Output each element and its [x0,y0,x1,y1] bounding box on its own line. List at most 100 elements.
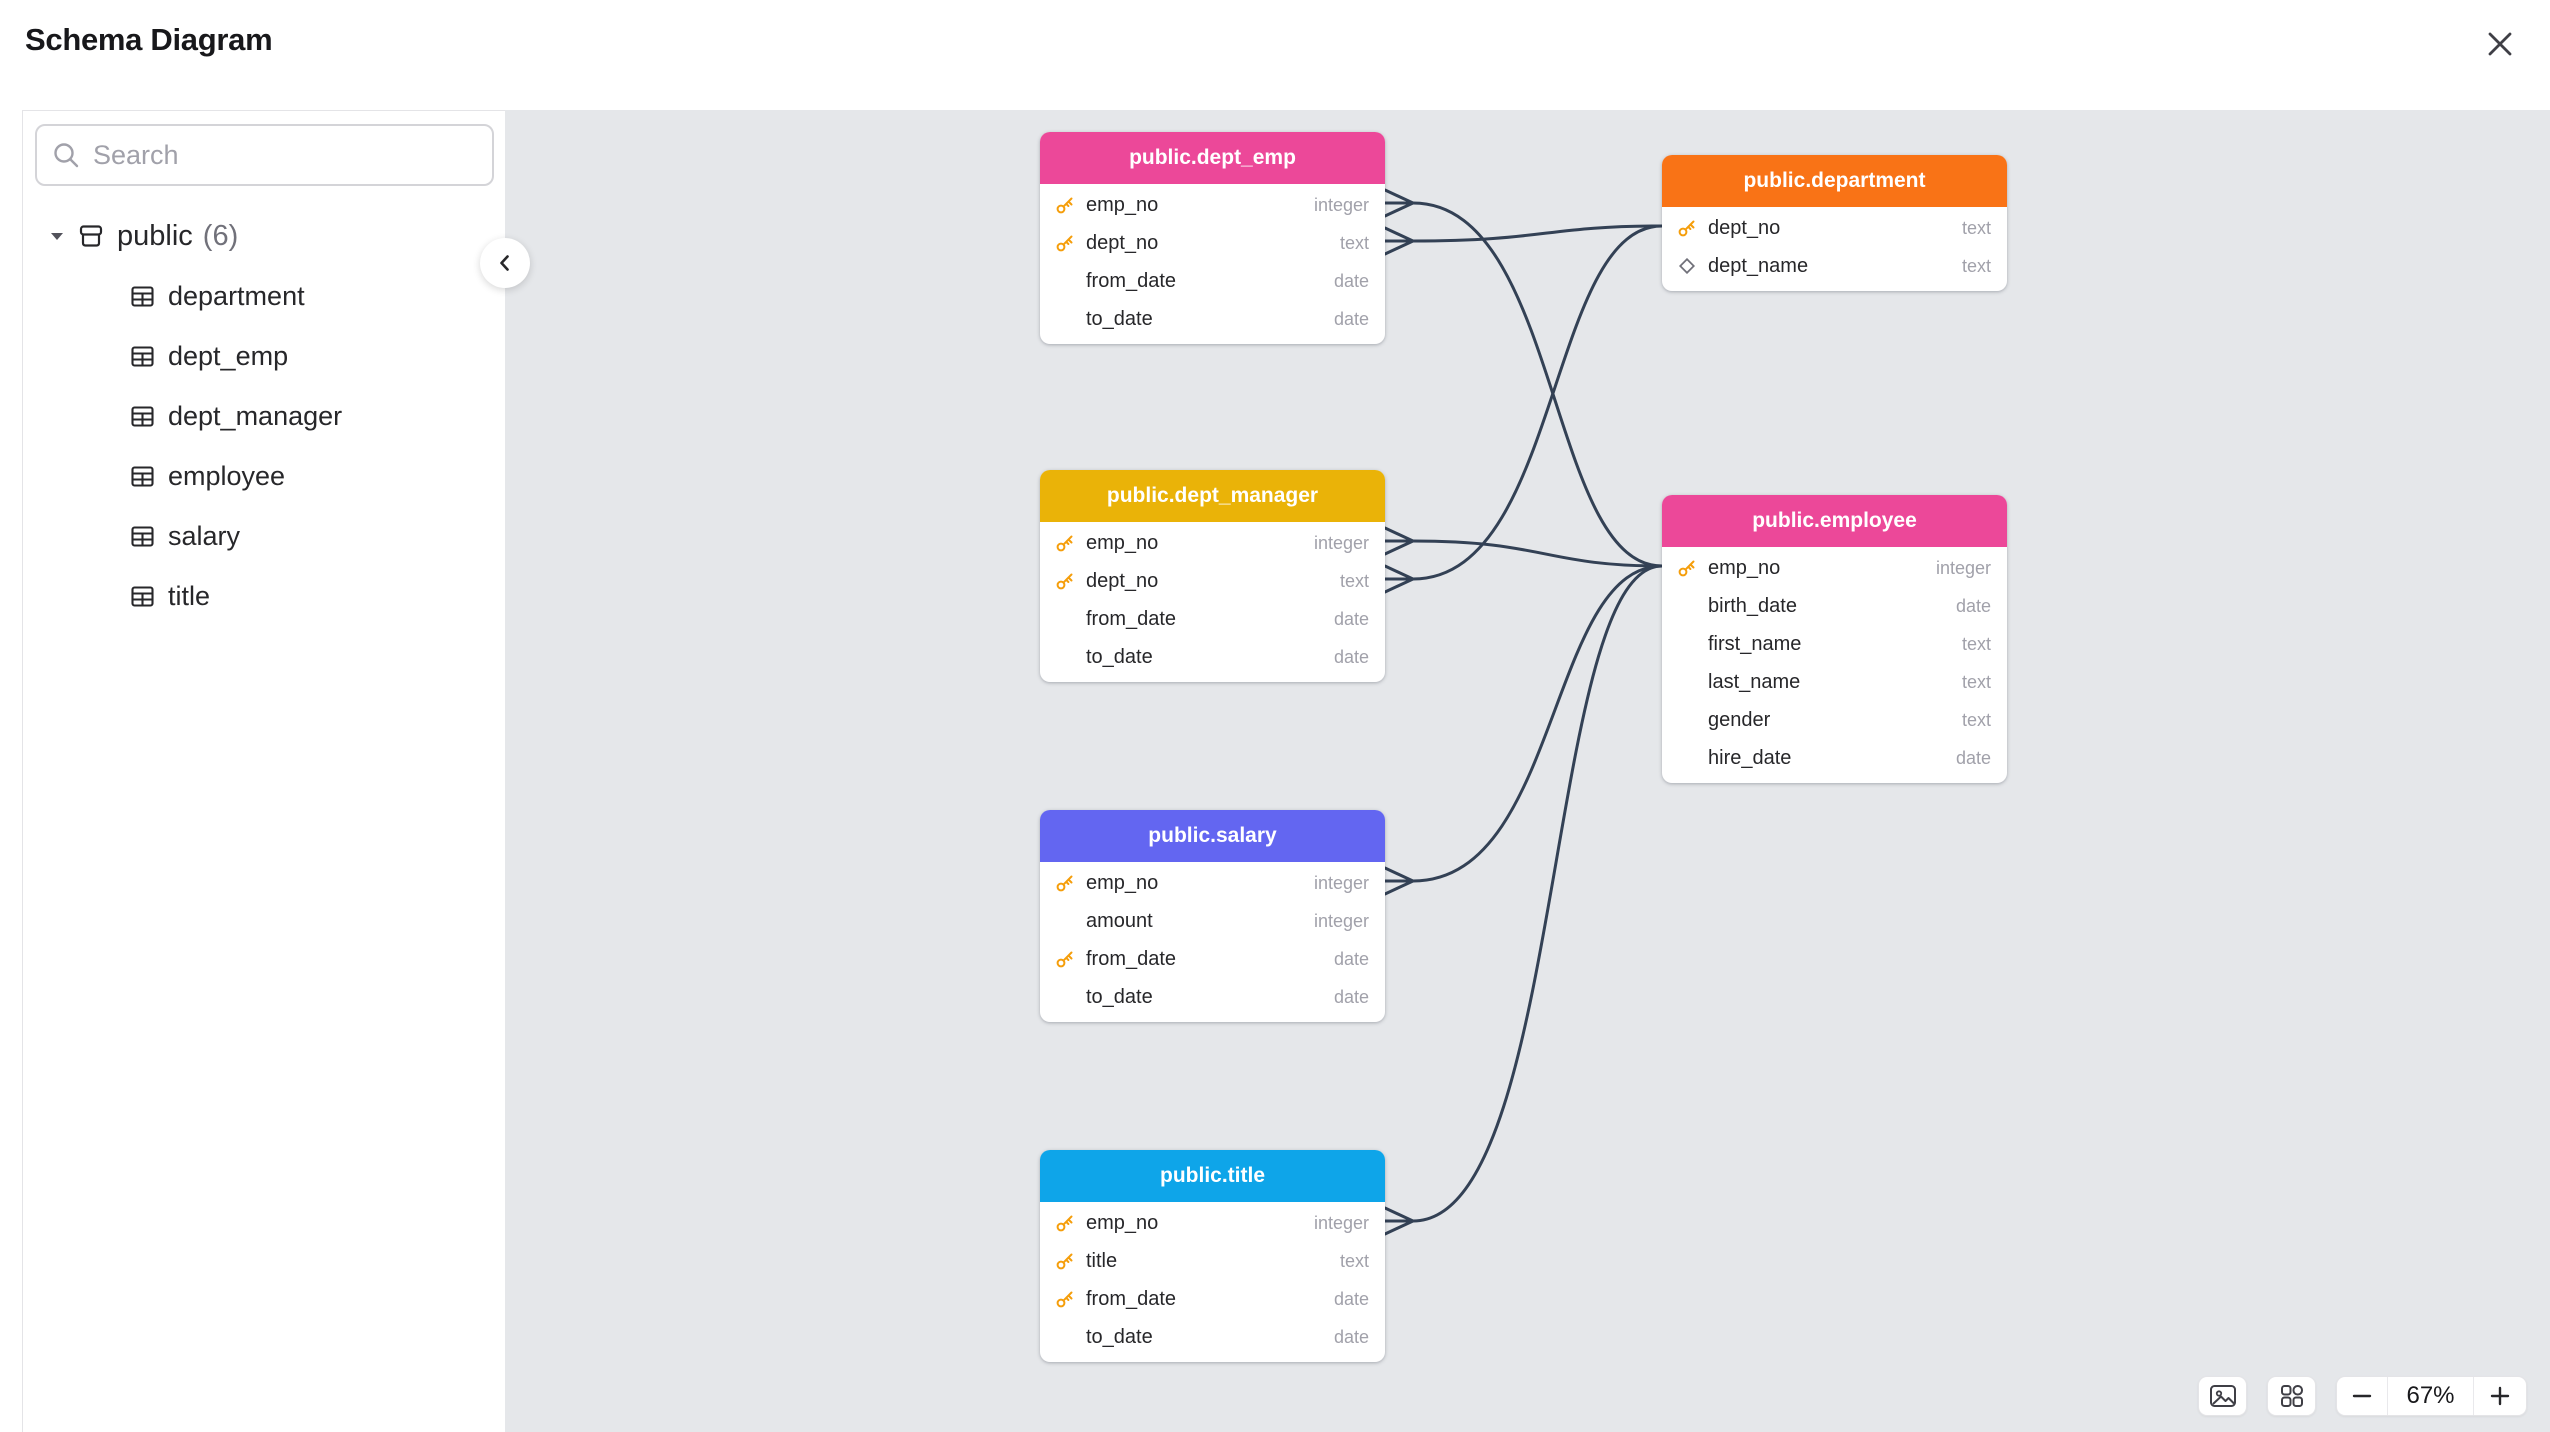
column-row: from_date date [1040,600,1385,638]
tree-item-label: department [168,280,305,311]
zoom-in-button[interactable] [2474,1377,2526,1415]
column-type: text [1961,633,1991,654]
table-node-header[interactable]: public.dept_manager [1040,470,1385,522]
column-row: dept_no text [1662,209,2007,247]
table-node-header[interactable]: public.employee [1662,495,2007,547]
tree-item-salary[interactable]: salary [23,506,505,566]
column-row: title text [1040,1242,1385,1280]
table-node-dept_manager[interactable]: public.dept_manager emp_no integer dept_… [1040,470,1385,682]
image-icon [2209,1385,2236,1407]
sidebar: public (6) department dept_emp dept_mana… [22,110,505,1432]
diagram-canvas[interactable] [505,110,2550,1432]
column-type: text [1339,570,1369,591]
table-node-employee[interactable]: public.employee emp_no integer birth_dat… [1662,495,2007,783]
column-name: dept_no [1708,216,1781,239]
column-name: from_date [1086,607,1177,630]
schema-label: public [117,219,193,252]
diamond-icon [1679,258,1695,274]
table-icon [131,585,154,607]
column-type: date [1333,308,1369,329]
tree-item-label: title [168,580,211,611]
download-image-button[interactable] [2198,1376,2247,1416]
table-node-header[interactable]: public.department [1662,155,2007,207]
column-name: to_date [1086,985,1153,1008]
column-row: hire_date date [1662,739,2007,777]
search-box[interactable] [35,124,494,186]
table-node-header[interactable]: public.title [1040,1150,1385,1202]
column-type: integer [1313,532,1369,553]
column-type: text [1339,232,1369,253]
tree-item-department[interactable]: department [23,266,505,326]
column-name: from_date [1086,269,1177,292]
key-icon [1056,1291,1073,1308]
table-node-department[interactable]: public.department dept_no text dept_name… [1662,155,2007,291]
key-icon [1678,220,1695,237]
table-node-body: dept_no text dept_name text [1662,207,2007,291]
table-icon [131,345,154,367]
key-icon [1056,197,1073,214]
caret-down-icon[interactable] [49,230,65,242]
schema-box-icon [79,225,103,247]
close-button[interactable] [2474,18,2526,70]
column-name: last_name [1708,670,1801,693]
column-name: from_date [1086,947,1177,970]
table-node-body: emp_no integer dept_no text from_date da… [1040,522,1385,682]
key-icon [1056,1215,1073,1232]
column-type: date [1333,1326,1369,1347]
table-icon [131,525,154,547]
column-row: emp_no integer [1662,549,2007,587]
table-node-dept_emp[interactable]: public.dept_emp emp_no integer dept_no t… [1040,132,1385,344]
tree-item-dept_emp[interactable]: dept_emp [23,326,505,386]
column-row: dept_no text [1040,562,1385,600]
key-icon [1056,1253,1073,1270]
column-name: title [1086,1249,1118,1272]
column-name: emp_no [1086,531,1159,554]
column-row: emp_no integer [1040,524,1385,562]
grid-icon [2280,1385,2303,1407]
column-type: text [1339,1250,1369,1271]
table-icon [131,405,154,427]
column-row: gender text [1662,701,2007,739]
tree-item-public-schema[interactable]: public (6) [23,206,505,266]
column-name: emp_no [1086,193,1159,216]
table-node-header[interactable]: public.salary [1040,810,1385,862]
zoom-out-button[interactable] [2337,1377,2387,1415]
column-type: integer [1313,194,1369,215]
collapse-sidebar-button[interactable] [480,238,530,288]
key-icon [1056,535,1073,552]
tree-item-label: dept_emp [168,340,289,371]
chevron-left-icon [500,255,509,271]
column-type: date [1333,986,1369,1007]
tree-item-employee[interactable]: employee [23,446,505,506]
key-icon [1056,235,1073,252]
table-node-body: emp_no integer title text from_date date… [1040,1202,1385,1362]
x-icon [2488,32,2512,56]
column-row: emp_no integer [1040,186,1385,224]
table-node-salary[interactable]: public.salary emp_no integer amount inte… [1040,810,1385,1022]
column-type: text [1961,709,1991,730]
column-name: emp_no [1086,1211,1159,1234]
tree-item-label: dept_manager [168,400,343,431]
column-row: dept_name text [1662,247,2007,285]
tree-item-dept_manager[interactable]: dept_manager [23,386,505,446]
column-name: to_date [1086,645,1153,668]
column-type: date [1333,608,1369,629]
column-row: to_date date [1040,1318,1385,1356]
column-row: last_name text [1662,663,2007,701]
tree-item-label: salary [168,520,241,551]
column-row: emp_no integer [1040,864,1385,902]
auto-layout-button[interactable] [2267,1376,2316,1416]
table-node-header[interactable]: public.dept_emp [1040,132,1385,184]
column-name: to_date [1086,1325,1153,1348]
column-row: to_date date [1040,978,1385,1016]
zoom-controls: 67% [2336,1376,2527,1416]
column-type: text [1961,217,1991,238]
column-row: from_date date [1040,262,1385,300]
column-type: date [1333,948,1369,969]
column-name: from_date [1086,1287,1177,1310]
column-name: gender [1708,708,1771,731]
table-node-title[interactable]: public.title emp_no integer title text f… [1040,1150,1385,1362]
table-node-body: emp_no integer amount integer from_date … [1040,862,1385,1022]
search-input[interactable] [93,139,478,171]
tree-item-title[interactable]: title [23,566,505,626]
